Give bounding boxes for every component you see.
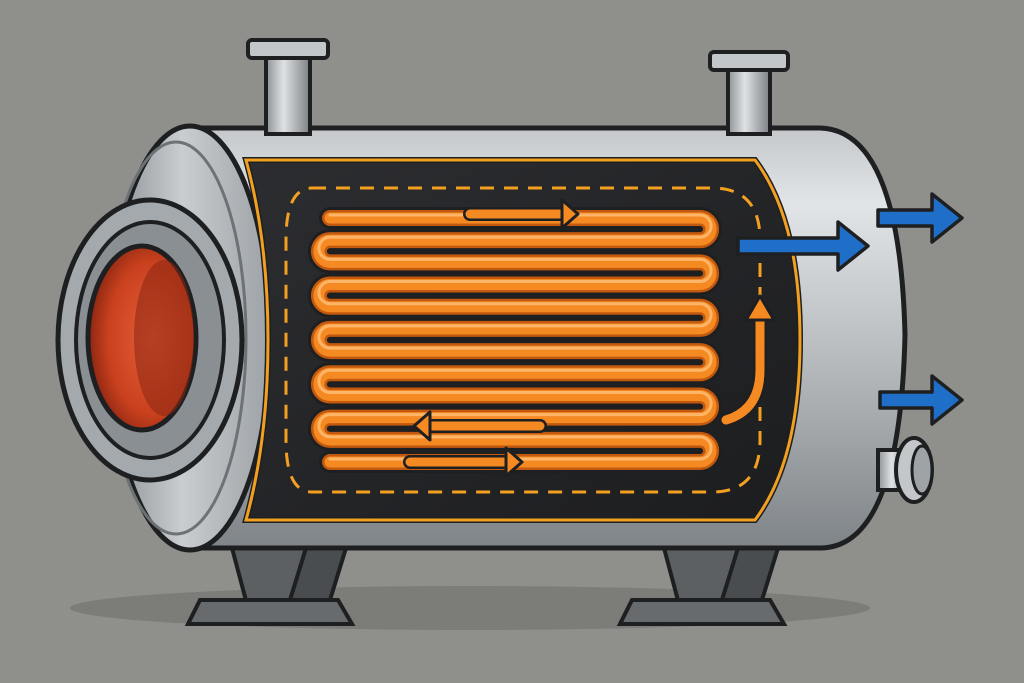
orange-flow-arrow-up xyxy=(719,294,776,427)
flow-arrows xyxy=(403,198,776,478)
hot-port-shadow xyxy=(134,260,194,416)
blue-outflow-arrow-bottom xyxy=(878,374,964,426)
orange-flow-arrow-bottom xyxy=(403,446,524,478)
side-nozzle xyxy=(876,436,934,504)
heating-coil xyxy=(307,207,723,473)
top-nozzle-right xyxy=(708,50,790,136)
support-leg-right xyxy=(616,546,788,626)
flow-path-dashed xyxy=(284,186,762,494)
orange-flow-arrow-middle xyxy=(412,410,547,442)
cutaway-rim xyxy=(244,158,802,522)
blue-outflow-arrow-middle xyxy=(736,220,870,272)
outflow-arrows xyxy=(736,192,964,426)
top-nozzle-left xyxy=(246,38,330,136)
coil-highlight xyxy=(317,213,713,461)
orange-flow-arrow-top xyxy=(463,198,580,230)
support-leg-left xyxy=(184,546,356,626)
blue-outflow-arrow-top xyxy=(876,192,964,244)
